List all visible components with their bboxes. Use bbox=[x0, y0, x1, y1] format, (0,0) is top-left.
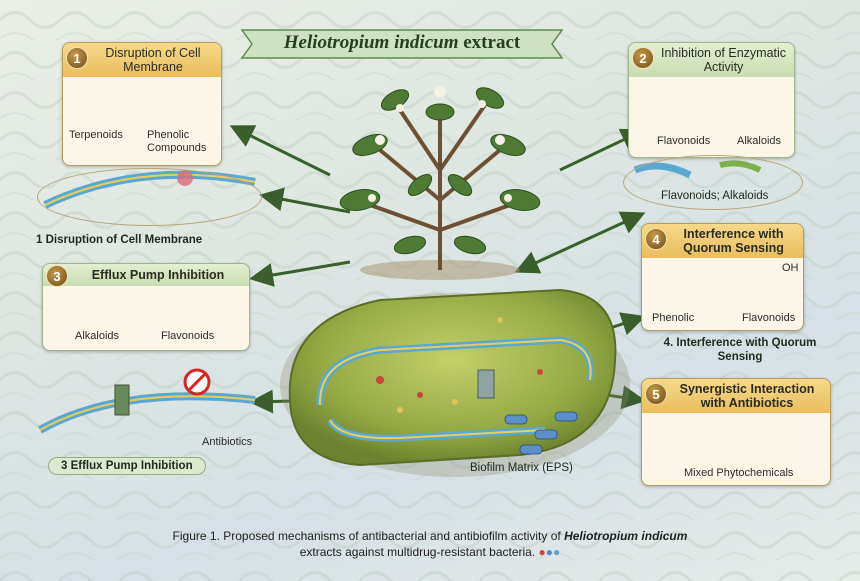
title-species: Heliotropium indicum bbox=[284, 32, 459, 53]
mechanism-2-caption: Flavonoids; Alkaloids bbox=[661, 190, 768, 202]
mechanism-5-label: Mixed Phytochemicals bbox=[684, 467, 793, 479]
plant-illustration bbox=[339, 84, 542, 280]
arrow-to-mech4 bbox=[520, 215, 640, 270]
mechanism-3-label-b: Flavonoids bbox=[161, 330, 214, 342]
mechanism-5-box: Synergistic Interaction with Antibiotics… bbox=[641, 378, 831, 486]
mechanism-3-title: Efflux Pump Inhibition bbox=[43, 264, 249, 286]
mechanism-1-label-a: Terpenoids bbox=[69, 129, 123, 141]
figure-caption: Figure 1. Proposed mechanisms of antibac… bbox=[150, 528, 710, 560]
mechanism-2-label-a: Flavonoids bbox=[657, 135, 710, 147]
page-title: Heliotropium indicum extract bbox=[232, 32, 572, 54]
antibiotics-label: Antibiotics bbox=[202, 436, 252, 448]
molecule-icons: ● bbox=[539, 545, 546, 559]
mechanism-2-number: 2 bbox=[632, 47, 654, 69]
mechanism-4-label-a: Phenolic bbox=[652, 312, 694, 324]
mechanism-1-oval bbox=[37, 168, 262, 226]
biofilm-label: Biofilm Matrix (EPS) bbox=[470, 462, 573, 474]
mechanism-4-number: 4 bbox=[645, 228, 667, 250]
mechanism-3-box: Efflux Pump Inhibition Alkaloids Flavono… bbox=[42, 263, 250, 351]
arrow-to-mech3 bbox=[255, 262, 350, 278]
mechanism-4-label-b: Flavonoids bbox=[742, 312, 795, 324]
mechanism-4-caption: 4. Interference with Quorum Sensing bbox=[650, 336, 830, 364]
mechanism-5-title: Synergistic Interaction with Antibiotics bbox=[642, 379, 830, 413]
caption-suffix: extracts against multidrug-resistant bac… bbox=[300, 545, 535, 559]
arrow-to-membrane bbox=[265, 196, 350, 212]
title-rest: extract bbox=[463, 32, 520, 53]
caption-prefix: Figure 1. Proposed mechanisms of antibac… bbox=[173, 529, 561, 543]
mechanism-4-oh-label: OH bbox=[782, 262, 799, 274]
mechanism-3-label-a: Alkaloids bbox=[75, 330, 119, 342]
mechanism-5-number: 5 bbox=[645, 383, 667, 405]
caption-species: Heliotropium indicum bbox=[564, 529, 687, 543]
mechanism-1-number: 1 bbox=[66, 47, 88, 69]
mechanism-3-caption: 3 Efflux Pump Inhibition bbox=[48, 457, 206, 475]
mechanism-2-label-b: Alkaloids bbox=[737, 135, 781, 147]
mechanism-1-label-b: Phenolic Compounds bbox=[147, 129, 217, 155]
arrow-to-mech1 bbox=[235, 128, 330, 175]
mechanism-1-caption: 1 Disruption of Cell Membrane bbox=[36, 234, 202, 246]
bacterium-illustration bbox=[280, 290, 630, 477]
title-banner: Heliotropium indicum extract bbox=[232, 24, 572, 64]
mechanism-3-number: 3 bbox=[46, 265, 68, 287]
